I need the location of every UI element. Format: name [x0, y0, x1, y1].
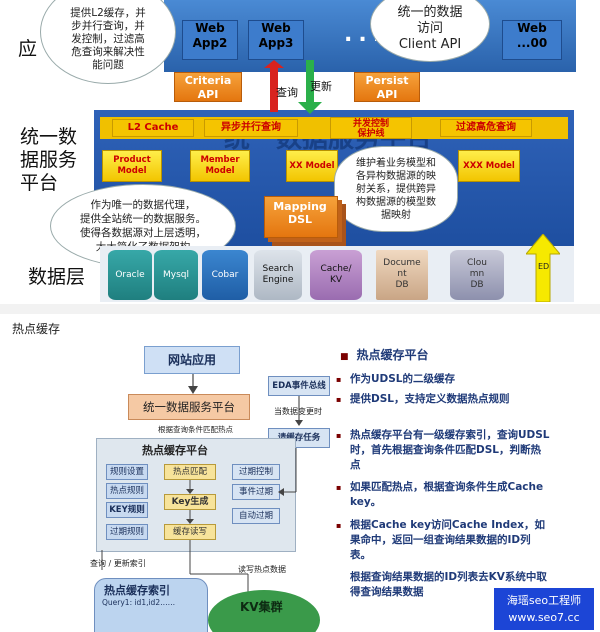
ds-eda-label: ED [538, 262, 550, 271]
key-rule: KEY规则 [106, 502, 148, 518]
band-l2-cache: L2 Cache [112, 119, 194, 137]
bullets-title-text: 热点缓存平台 [356, 348, 429, 362]
hot-rule: 热点规则 [106, 483, 148, 499]
callout-client-api: 统一的数据 访问 Client API [370, 0, 490, 62]
mapping-dsl-label: Mapping DSL [273, 200, 327, 226]
member-model: Member Model [190, 150, 250, 182]
watermark-line1: 海瑶seo工程师 [506, 594, 582, 607]
auto-expire: 自动过期 [232, 508, 280, 524]
bullet-item-2: ▪提供DSL，支持定义数据热点规则 [336, 393, 510, 405]
bullet-text-6: 根据查询结果数据的ID列表去KV系统中取得查询结果数据 [350, 571, 547, 598]
hot-cache-slide: 网站应用 统一数据服务平台 根据查询条件匹配热点 EDA事件总线 当数据变更时 … [88, 338, 600, 632]
bullet-text-1: 作为UDSL的二级缓存 [350, 373, 455, 385]
match-note: 根据查询条件匹配热点 [158, 425, 233, 434]
mid-arrows [186, 480, 194, 524]
xx-model: XX Model [286, 150, 338, 182]
eda-up-arrow [526, 234, 560, 302]
ds-column-db: Clou mn DB [450, 250, 504, 300]
callout-l2cache: 提供L2缓存，并 步并行查询，并 发控制，过滤高 危查询来解决性 能问题 [40, 0, 176, 84]
row-label-platform: 统一数 据服务 平台 [20, 126, 78, 194]
hot-index-box [94, 578, 208, 632]
callout-model-mapping: 维护着业务模型和 各异构数据源的映 射关系，提供跨异 构数据源的模型数 据映射 [334, 146, 458, 232]
divider [0, 304, 600, 314]
bullet-item-1: ▪作为UDSL的二级缓存 [336, 373, 455, 385]
event-expire: 事件过期 [232, 484, 280, 500]
kv-cluster-label: KV集群 [240, 600, 283, 614]
band-filter: 过滤高危查询 [440, 119, 532, 137]
web-app2: Web App2 [182, 20, 238, 60]
web-app-n: Web ...00 [502, 20, 562, 60]
expire-control: 过期控制 [232, 464, 280, 480]
arrow-eda-down [295, 396, 303, 426]
hot-index-title: 热点缓存索引 [104, 584, 170, 597]
bullet-text-5: 根据Cache key访问Cache Index，如果命中，返回一组查询结果数据… [350, 519, 545, 561]
expire-rule: 过期规则 [106, 524, 148, 540]
data-change-note: 当数据变更时 [274, 407, 322, 416]
web-app3: Web App3 [248, 20, 304, 60]
section-title: 热点缓存 [12, 322, 61, 336]
update-label: 更新 [310, 80, 332, 93]
ds-cache-kv: Cache/ KV [310, 250, 362, 300]
ds-cobar: Cobar [202, 250, 248, 300]
hot-match: 热点匹配 [164, 464, 216, 480]
cache-rw: 缓存读写 [164, 524, 216, 540]
unified-platform-box: 统一数据服务平台 [128, 394, 250, 420]
architecture-figure: 统一数据服务平台 Web App2 Web App3 ... Web ...00… [14, 0, 586, 302]
website-app-box: 网站应用 [144, 346, 240, 374]
arrow-app-to-platform [188, 374, 198, 394]
bullet-text-2: 提供DSL，支持定义数据热点规则 [350, 393, 510, 405]
xxx-model: XXX Model [458, 150, 520, 182]
row-label-app: 应 [18, 38, 38, 60]
query-update-arrows [264, 60, 322, 114]
ds-document-db: Docume nt DB [376, 250, 428, 300]
key-generate: Key生成 [164, 494, 216, 510]
criteria-api-button: Criteria API [174, 72, 242, 102]
bullet-item-5: ▪根据Cache key访问Cache Index，如果命中，返回一组查询结果数… [336, 519, 545, 561]
hot-cache-title: 热点缓存平台 [142, 444, 208, 457]
watermark-line2: www.seo7.cc [508, 611, 580, 624]
ds-search-engine: Search Engine [254, 250, 302, 300]
bullets-title-dot: ■ [340, 352, 349, 362]
rule-settings: 规则设置 [106, 464, 148, 480]
bullet-item-6: ▪根据查询结果数据的ID列表去KV系统中取得查询结果数据 [350, 570, 550, 606]
bullet-item-4: ▪如果匹配热点，根据查询条件生成Cache key。 [336, 481, 544, 508]
hot-index-query: Query1: id1,id2…… [102, 598, 176, 607]
ds-mysql: Mysql [154, 250, 198, 300]
row-label-data: 数据层 [28, 266, 86, 288]
bullet-text-3: 热点缓存平台有一级缓存索引，查询UDSL时，首先根据查询条件匹配DSL，判断热点 [350, 429, 550, 471]
bullets-title: ■ 热点缓存平台 [340, 346, 429, 363]
bullet-item-3: ▪热点缓存平台有一级缓存索引，查询UDSL时，首先根据查询条件匹配DSL，判断热… [336, 429, 550, 471]
mapping-dsl [264, 196, 338, 238]
kv-cluster [208, 590, 320, 632]
persist-api-button: Persist API [354, 72, 420, 102]
ds-oracle: Oracle [108, 250, 152, 300]
query-label: 查询 [276, 86, 298, 99]
query-update-index-label: 查询 / 更新索引 [90, 559, 146, 568]
product-model: Product Model [102, 150, 162, 182]
band-concurrency: 并发控制 保护线 [330, 117, 412, 139]
watermark: 海瑶seo工程师 www.seo7.cc [494, 588, 594, 630]
eda-bus-box: EDA事件总线 [268, 376, 330, 396]
bullet-text-4: 如果匹配热点，根据查询条件生成Cache key。 [350, 481, 544, 508]
rw-hot-data-label: 读写热点数据 [238, 565, 286, 574]
band-async-query: 异步并行查询 [204, 119, 298, 137]
